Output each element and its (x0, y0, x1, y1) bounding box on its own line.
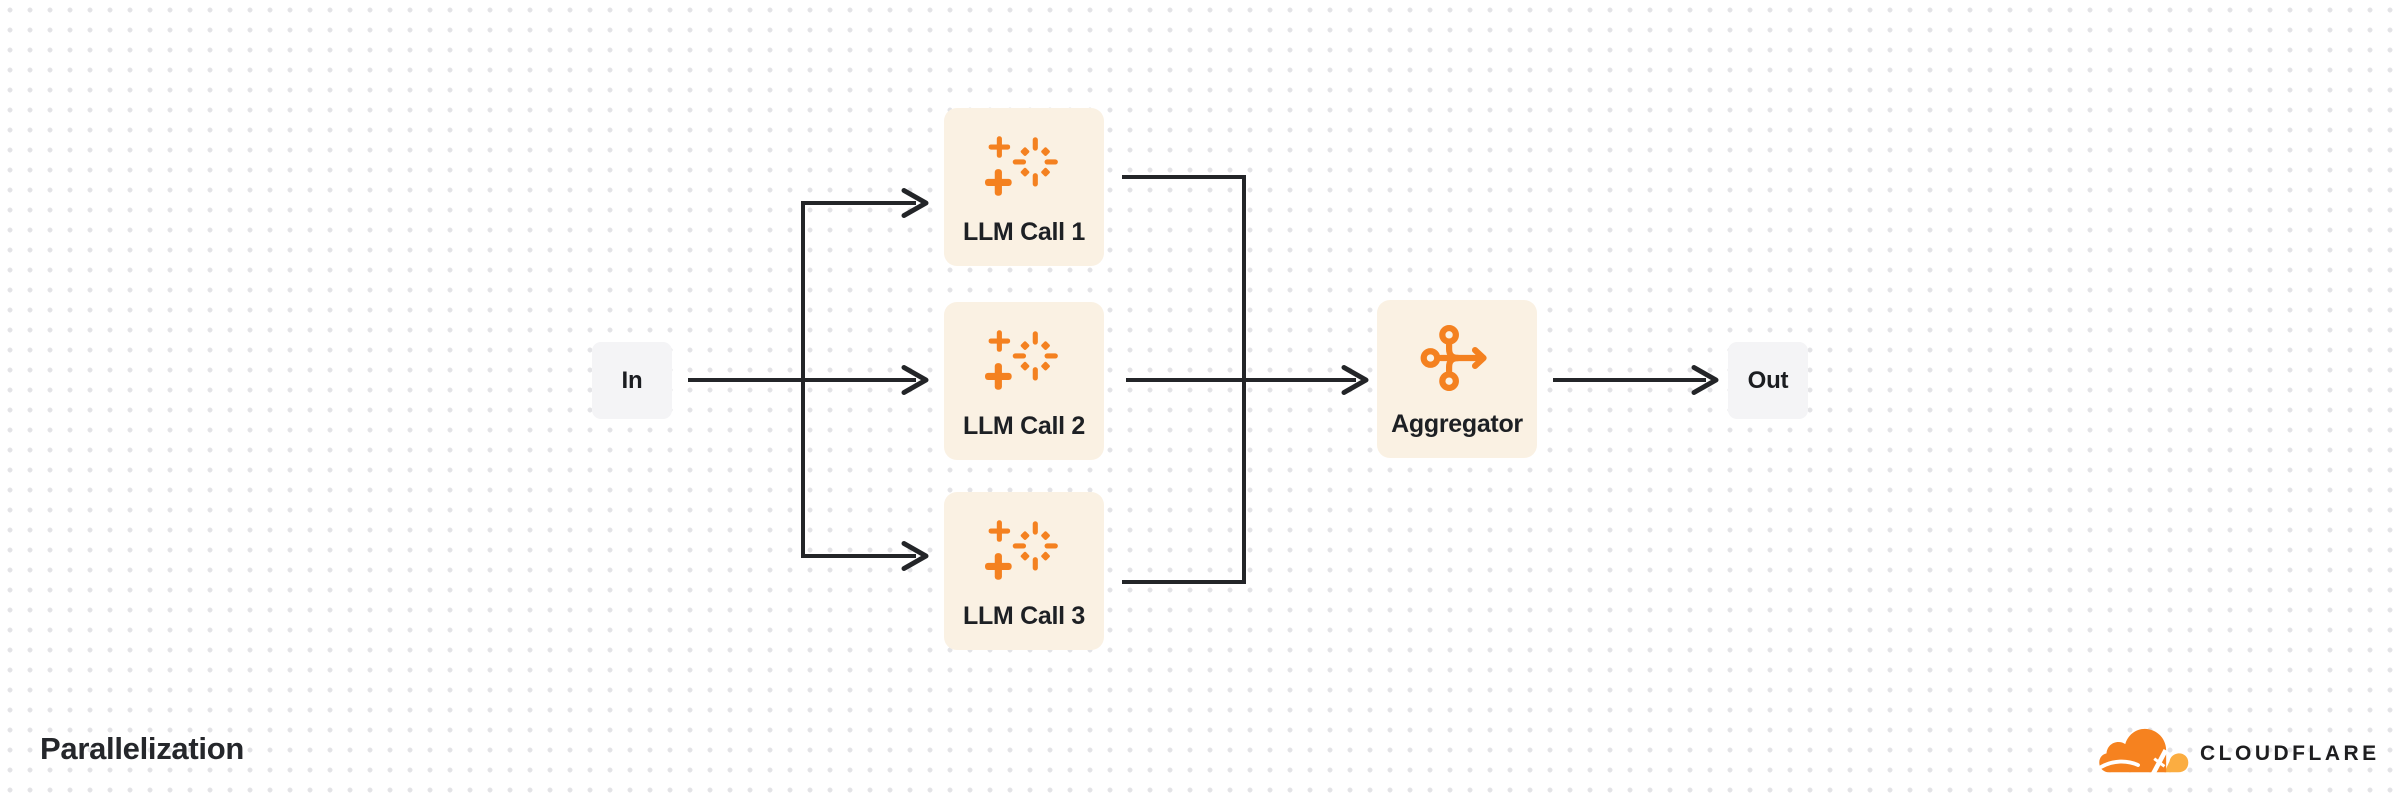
node-llm-call-2: LLM Call 2 (944, 302, 1104, 460)
node-aggregator: Aggregator (1377, 300, 1537, 458)
arrowhead-llm1 (901, 188, 929, 218)
merge-arrow-icon (1419, 319, 1495, 397)
cloudflare-cloud-icon (2098, 723, 2190, 784)
cloudflare-logo: CLOUDFLARE (2098, 724, 2380, 782)
node-in: In (592, 342, 672, 419)
node-llm-call-3: LLM Call 3 (944, 492, 1104, 650)
arrowhead-out (1691, 365, 1719, 395)
arrowhead-aggregator (1341, 365, 1369, 395)
node-llm-call-2-label: LLM Call 2 (962, 412, 1085, 440)
node-llm-call-3-label: LLM Call 3 (962, 602, 1085, 630)
node-llm-call-1: LLM Call 1 (944, 108, 1104, 266)
sparkles-burst-icon (985, 321, 1063, 399)
node-out: Out (1728, 342, 1808, 419)
node-out-label: Out (1747, 366, 1789, 394)
node-aggregator-label: Aggregator (1391, 410, 1523, 438)
cloudflare-wordmark: CLOUDFLARE (2200, 742, 2380, 765)
sparkles-burst-icon (985, 511, 1063, 589)
node-llm-call-1-label: LLM Call 1 (962, 218, 1085, 246)
node-in-label: In (621, 366, 643, 394)
diagram-title: Parallelization (40, 731, 244, 766)
arrowhead-llm2 (901, 365, 929, 395)
sparkles-burst-icon (985, 127, 1063, 205)
arrowhead-llm3 (901, 541, 929, 571)
